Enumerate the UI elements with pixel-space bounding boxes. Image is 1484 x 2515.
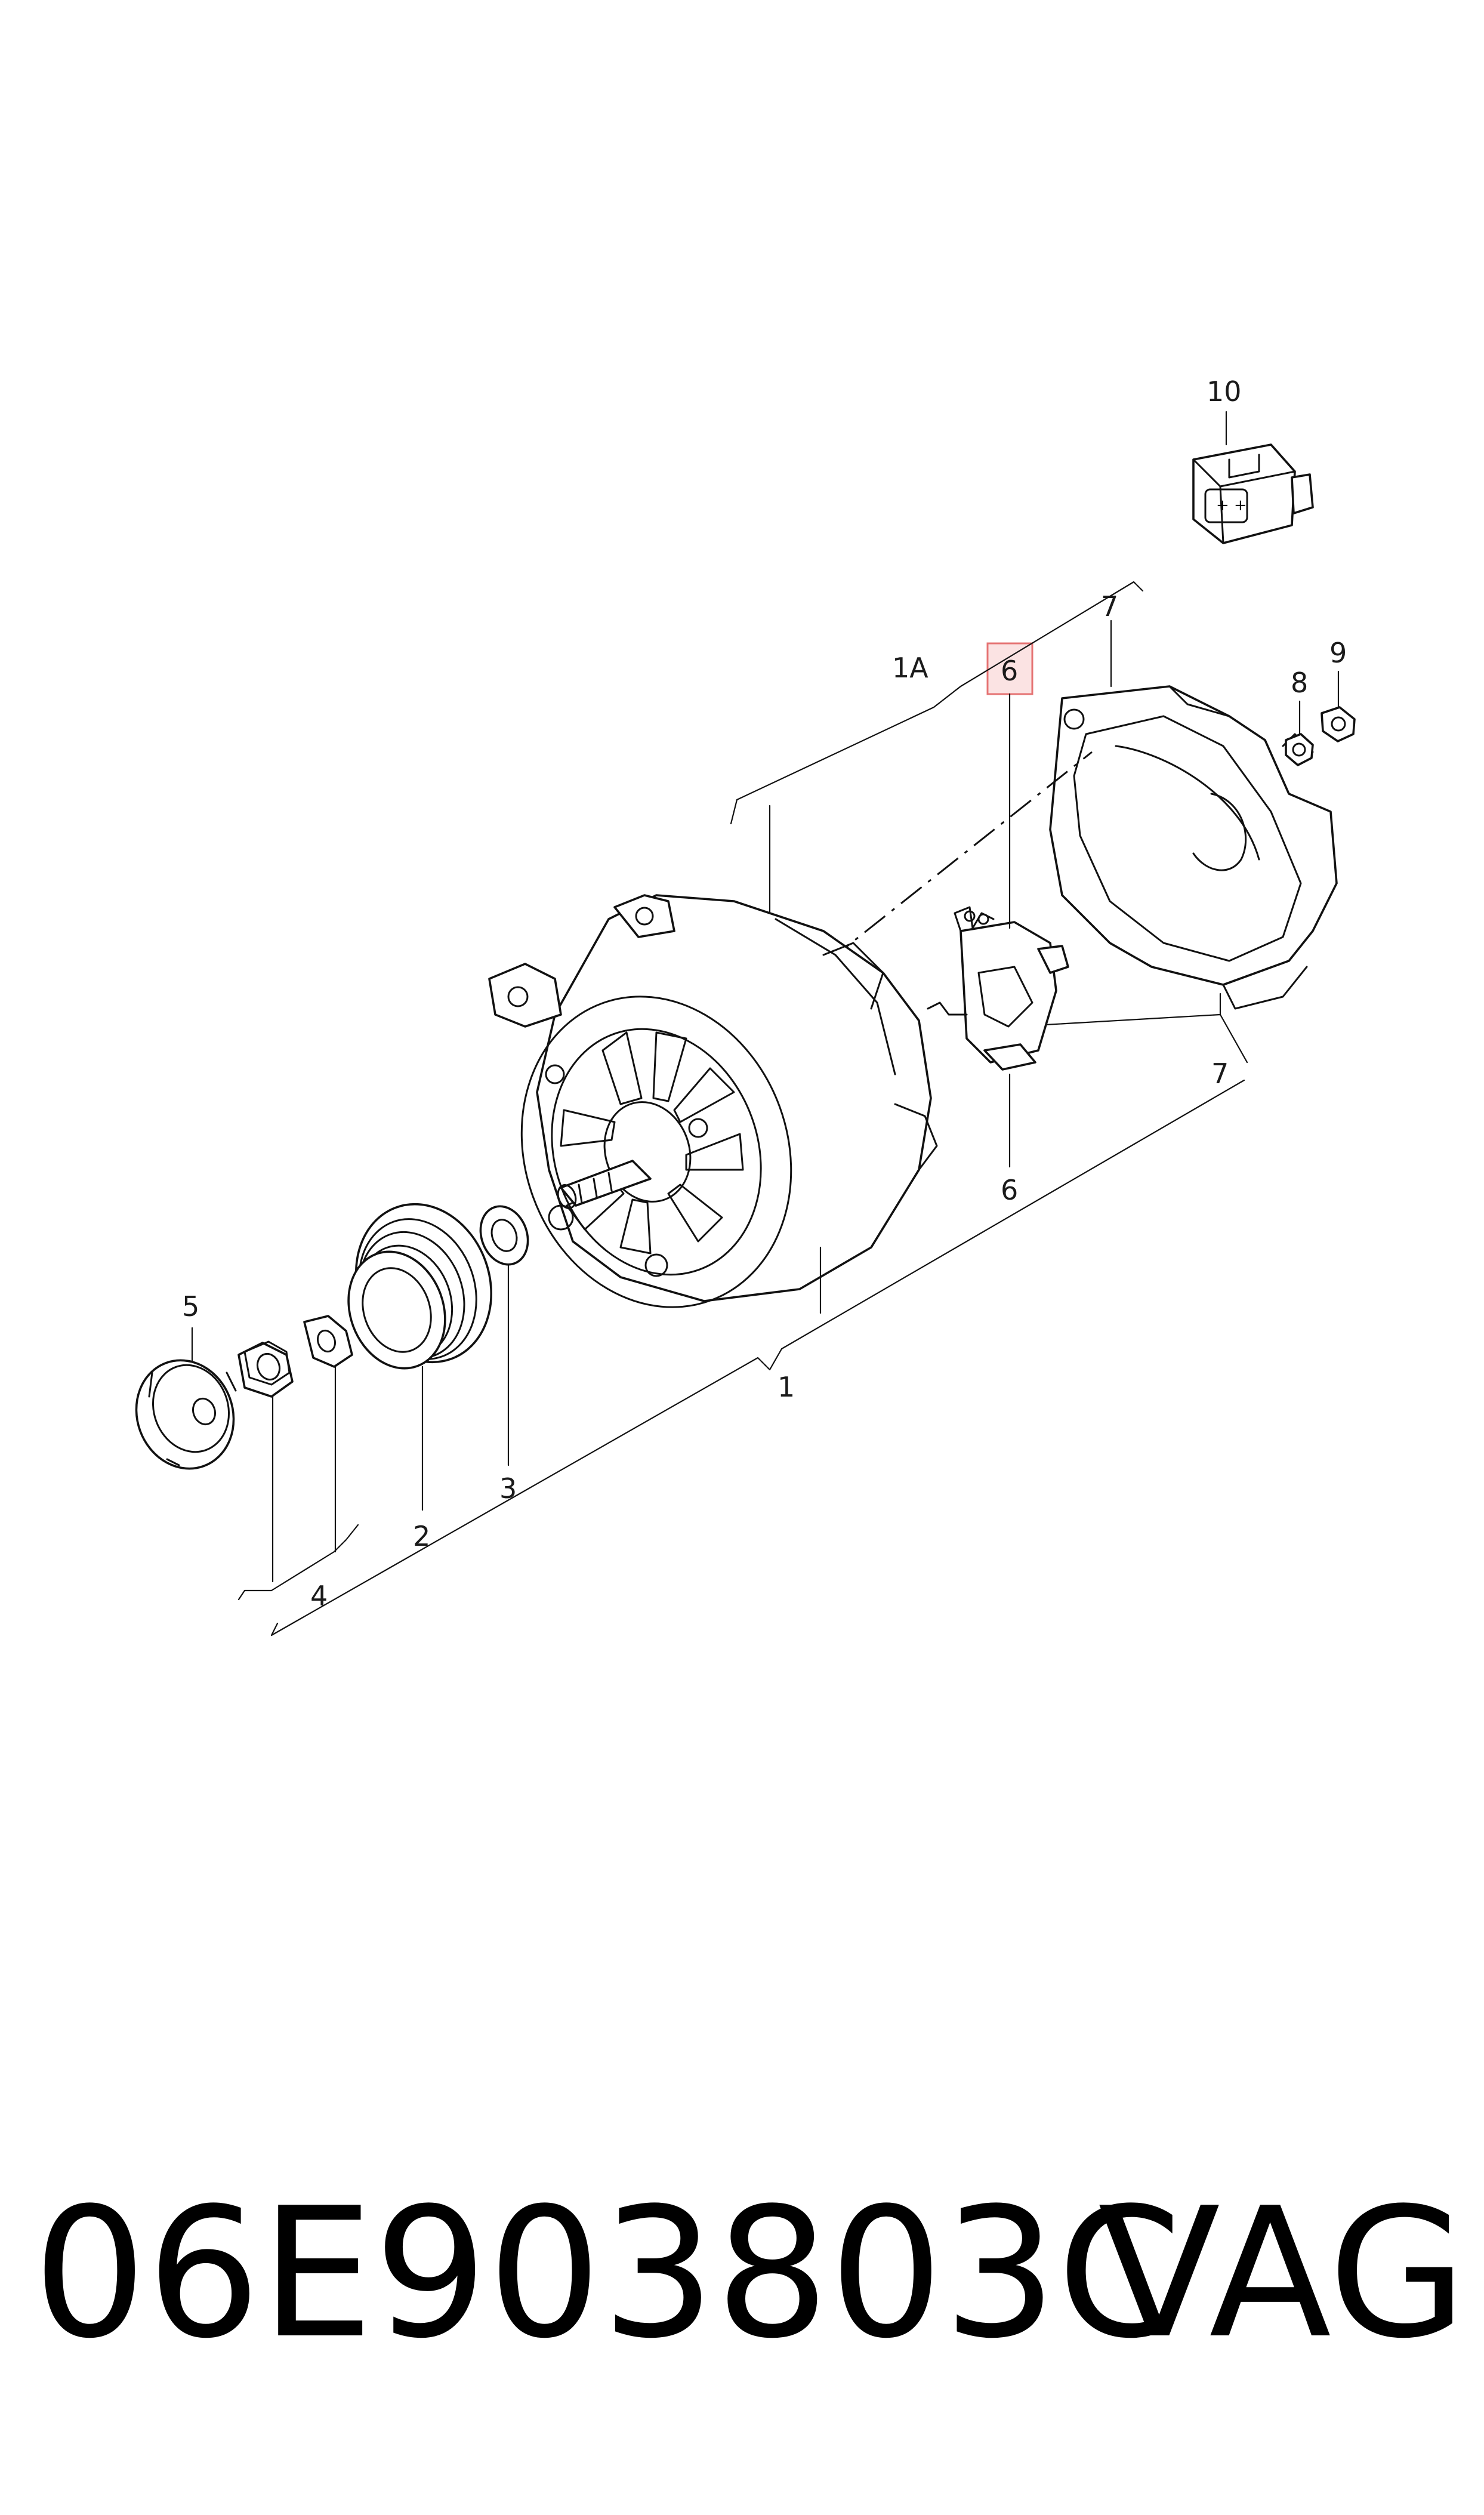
callout-1: 1 xyxy=(778,1371,795,1403)
callout-2: 2 xyxy=(413,1520,430,1552)
callout-6-top: 6 xyxy=(1001,655,1018,687)
part-6-voltage-regulator[interactable] xyxy=(927,906,1069,1071)
part-2-pulley[interactable] xyxy=(333,1185,513,1382)
part-1-alternator[interactable] xyxy=(479,894,938,1345)
part-number-label: 06E903803C xyxy=(33,2169,1182,2378)
callout-8: 8 xyxy=(1291,667,1308,699)
part-5-cap[interactable] xyxy=(121,1346,248,1483)
callout-5: 5 xyxy=(182,1290,199,1323)
callout-3: 3 xyxy=(499,1472,517,1505)
part-8-nut[interactable] xyxy=(1285,733,1314,766)
svg-text:+ +: + + xyxy=(1216,497,1247,514)
callout-10: 10 xyxy=(1207,375,1242,408)
callout-1a: 1A xyxy=(892,652,928,684)
part-3-spacer-ring[interactable] xyxy=(473,1200,536,1271)
part-10-connector[interactable]: + + xyxy=(1192,443,1314,544)
callout-6-highlight-box xyxy=(986,642,1033,695)
part-4-washer[interactable] xyxy=(303,1315,353,1368)
part-9-nut[interactable] xyxy=(1321,706,1356,742)
callout-6-bottom: 6 xyxy=(1001,1174,1018,1206)
callout-9: 9 xyxy=(1329,637,1347,669)
callout-7-top: 7 xyxy=(1101,590,1118,622)
part-4-nut[interactable] xyxy=(237,1340,294,1398)
callout-4: 4 xyxy=(310,1580,328,1612)
callout-7-bottom: 7 xyxy=(1211,1058,1229,1090)
brand-label: VAG xyxy=(1098,2169,1467,2378)
part-7-rear-cover[interactable] xyxy=(1049,685,1338,1010)
